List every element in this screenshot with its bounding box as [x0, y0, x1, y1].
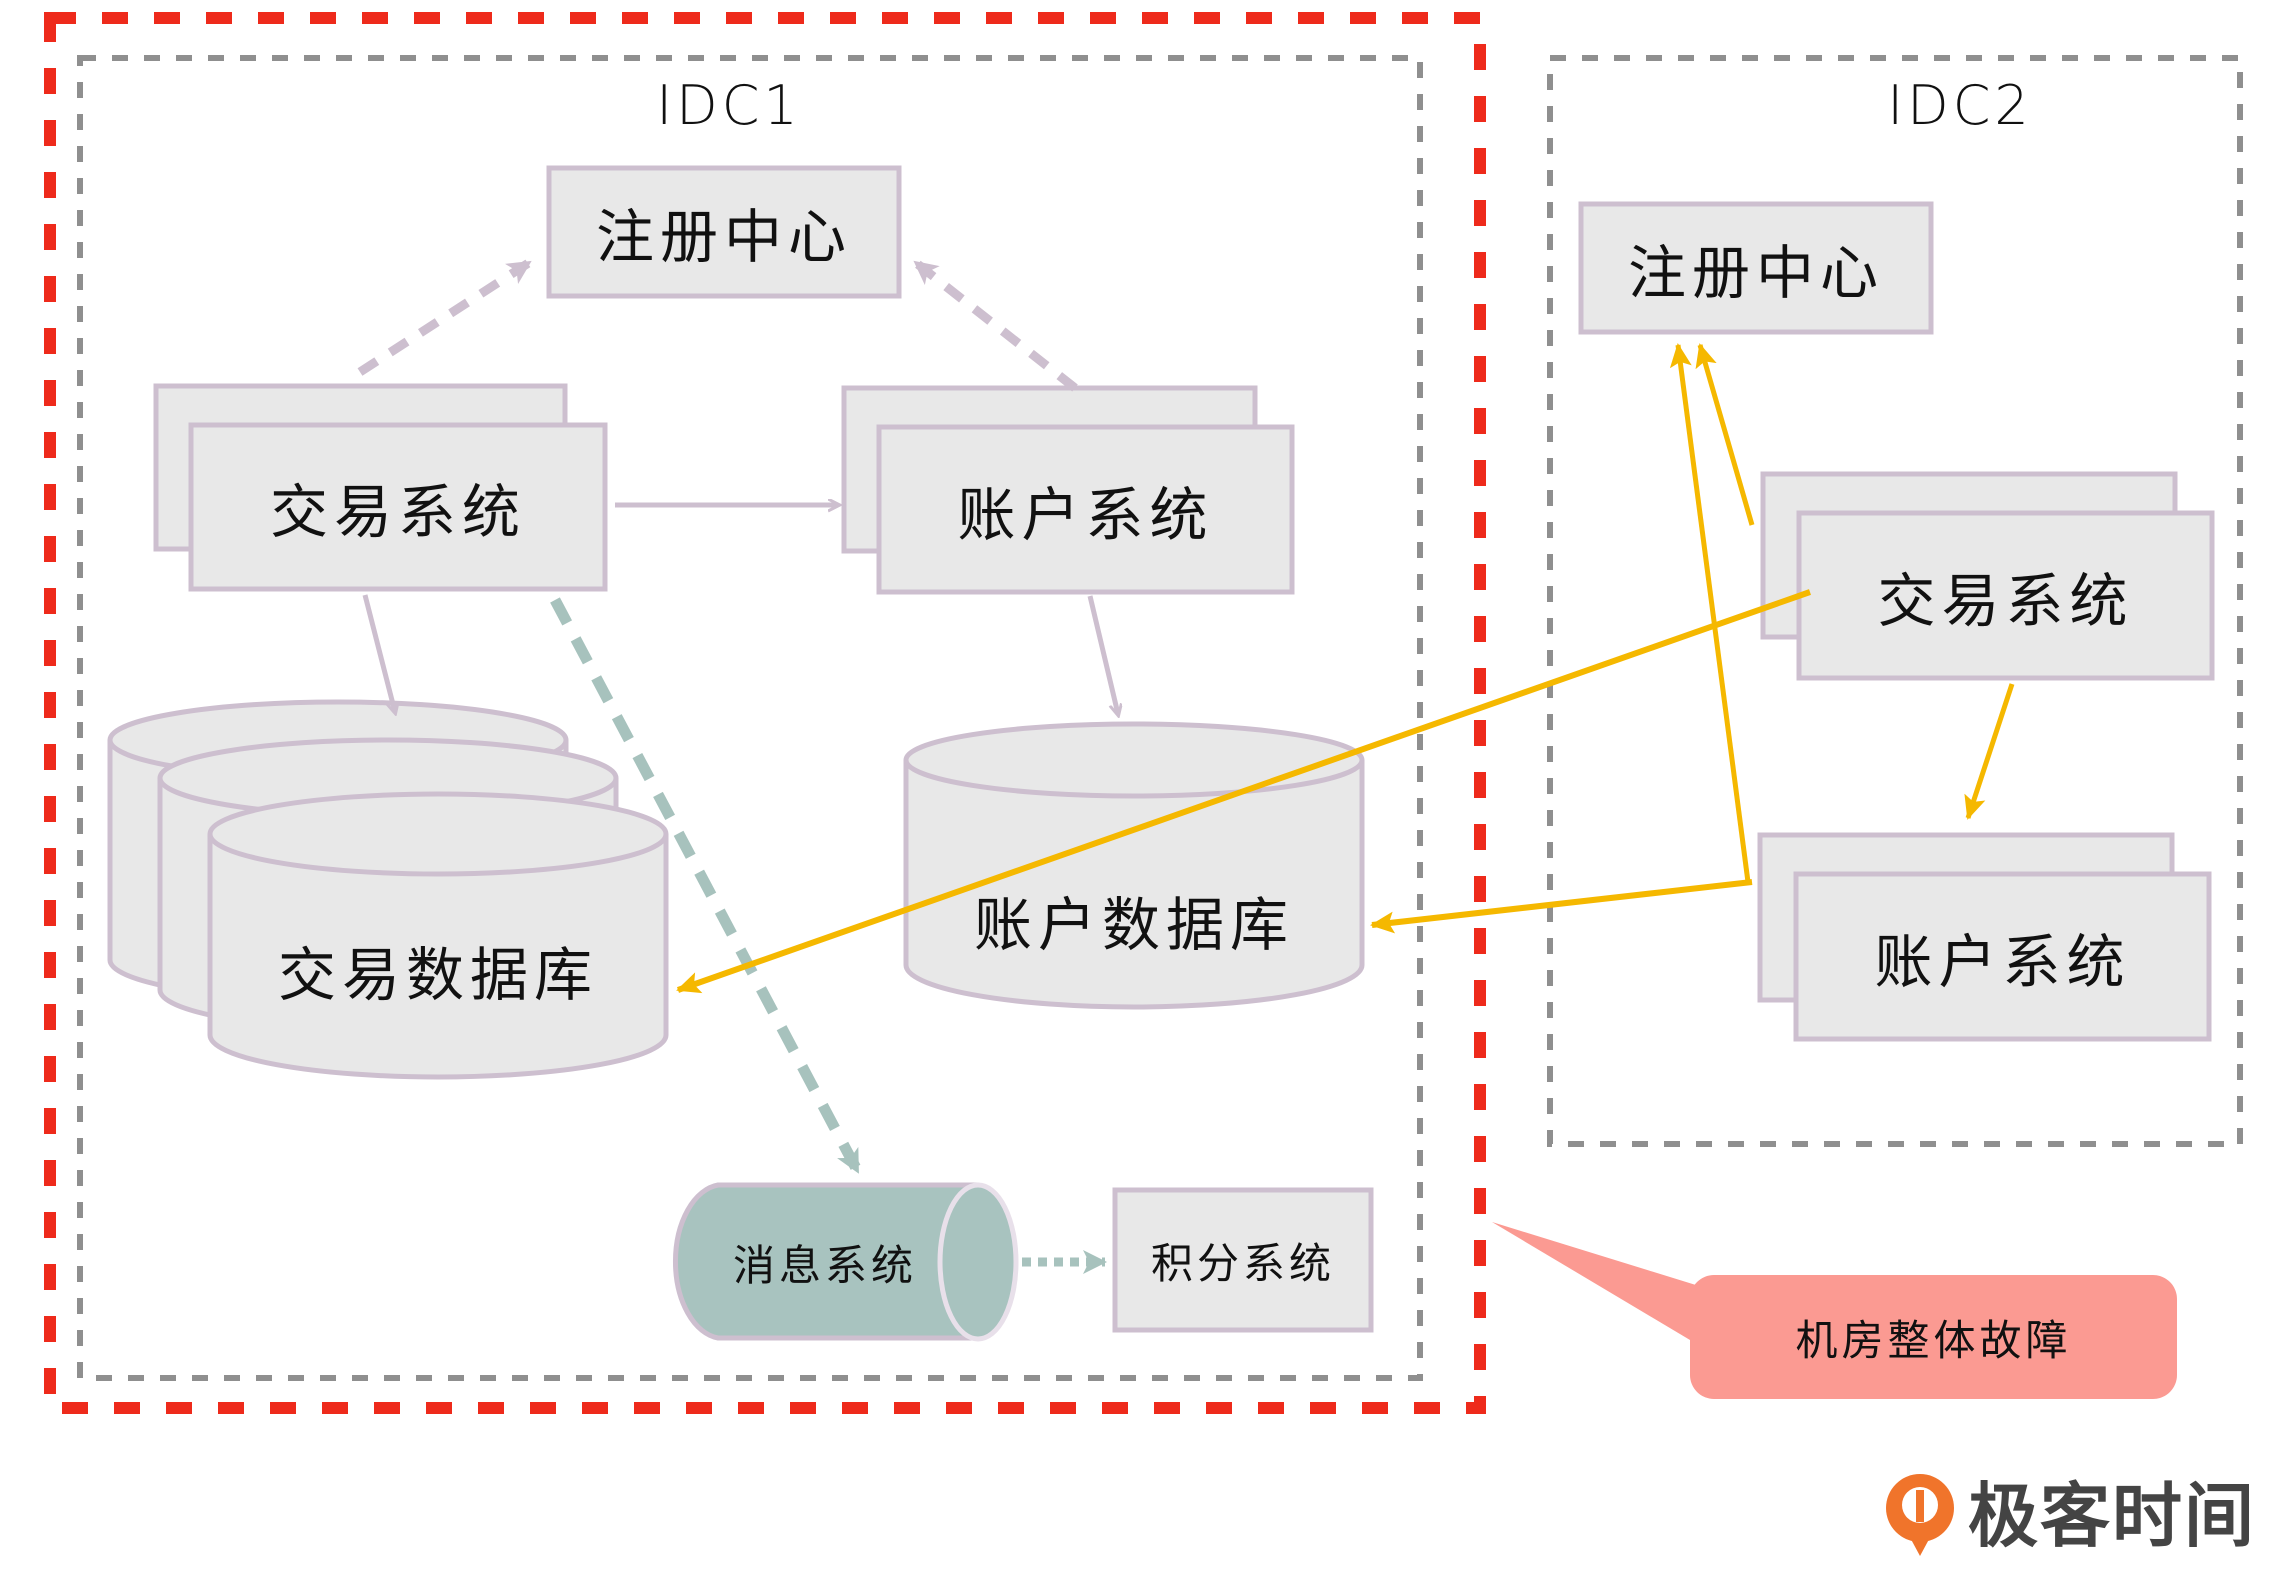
failure-zone-border: [44, 12, 1486, 1414]
logo-text: 极客时间: [1968, 1474, 2256, 1557]
idc1-account-system-box: [876, 424, 1295, 595]
idc1-trade-system-label: 交易系统: [269, 478, 526, 546]
idc2-registry-label: 注册中心: [1627, 239, 1884, 307]
idc2-title: IDC2: [1887, 73, 2033, 137]
idc1-registry-label: 注册中心: [595, 203, 852, 271]
idc2-trade-system-label: 交易系统: [1877, 566, 2134, 635]
idc1-points-system-box: [1112, 1187, 1374, 1333]
failure-callout-label: 机房整体故障: [1795, 1315, 2072, 1365]
idc1-points-system-label: 积分系统: [1150, 1238, 1335, 1288]
idc1-account-system-label: 账户系统: [957, 480, 1214, 549]
idc2-registry-box: [1578, 201, 1934, 335]
idc1-trade-db-label: 交易数据库: [277, 941, 598, 1009]
failure-callout: [1492, 1222, 2177, 1399]
idc2-trade-system-box: [1796, 510, 2215, 681]
idc1-account-db: [903, 721, 1365, 1010]
idc2-account-system-label: 账户系统: [1874, 927, 2131, 996]
idc1-account-db-label: 账户数据库: [973, 891, 1294, 959]
arrow-account-to-accountdb: [1087, 595, 1118, 714]
idc1-message-system: [673, 1182, 1019, 1342]
idc1-message-system-label: 消息系统: [732, 1240, 917, 1290]
geektime-logo-icon: [1886, 1474, 1954, 1556]
idc1-registry-box: [546, 165, 902, 299]
arrow-idc2-account-to-idc1-accountdb: [1370, 879, 1753, 934]
arrow-trade-to-message: [550, 597, 863, 1175]
idc2-account-system-box: [1793, 871, 2212, 1042]
idc2-border: [1547, 55, 2243, 1147]
arrow-trade-to-tradedb: [362, 594, 395, 712]
arrow-idc2-account-to-registry: [1669, 343, 1751, 883]
idc1-trade-system-box: [188, 422, 608, 592]
idc1-trade-db: [107, 699, 669, 1080]
idc1-title: IDC1: [656, 73, 802, 137]
arrow-idc2-trade-to-idc1-tradedb: [676, 589, 1811, 994]
arrow-trade-to-registry: [357, 258, 533, 376]
idc1-border: [77, 55, 1423, 1381]
arrow-account-to-registry: [912, 258, 1078, 392]
arrow-idc2-trade-to-account: [1964, 683, 2015, 820]
trade-db-cylinder-front: [207, 834, 669, 1080]
arrow-idc2-trade-to-registry: [1695, 343, 1755, 526]
